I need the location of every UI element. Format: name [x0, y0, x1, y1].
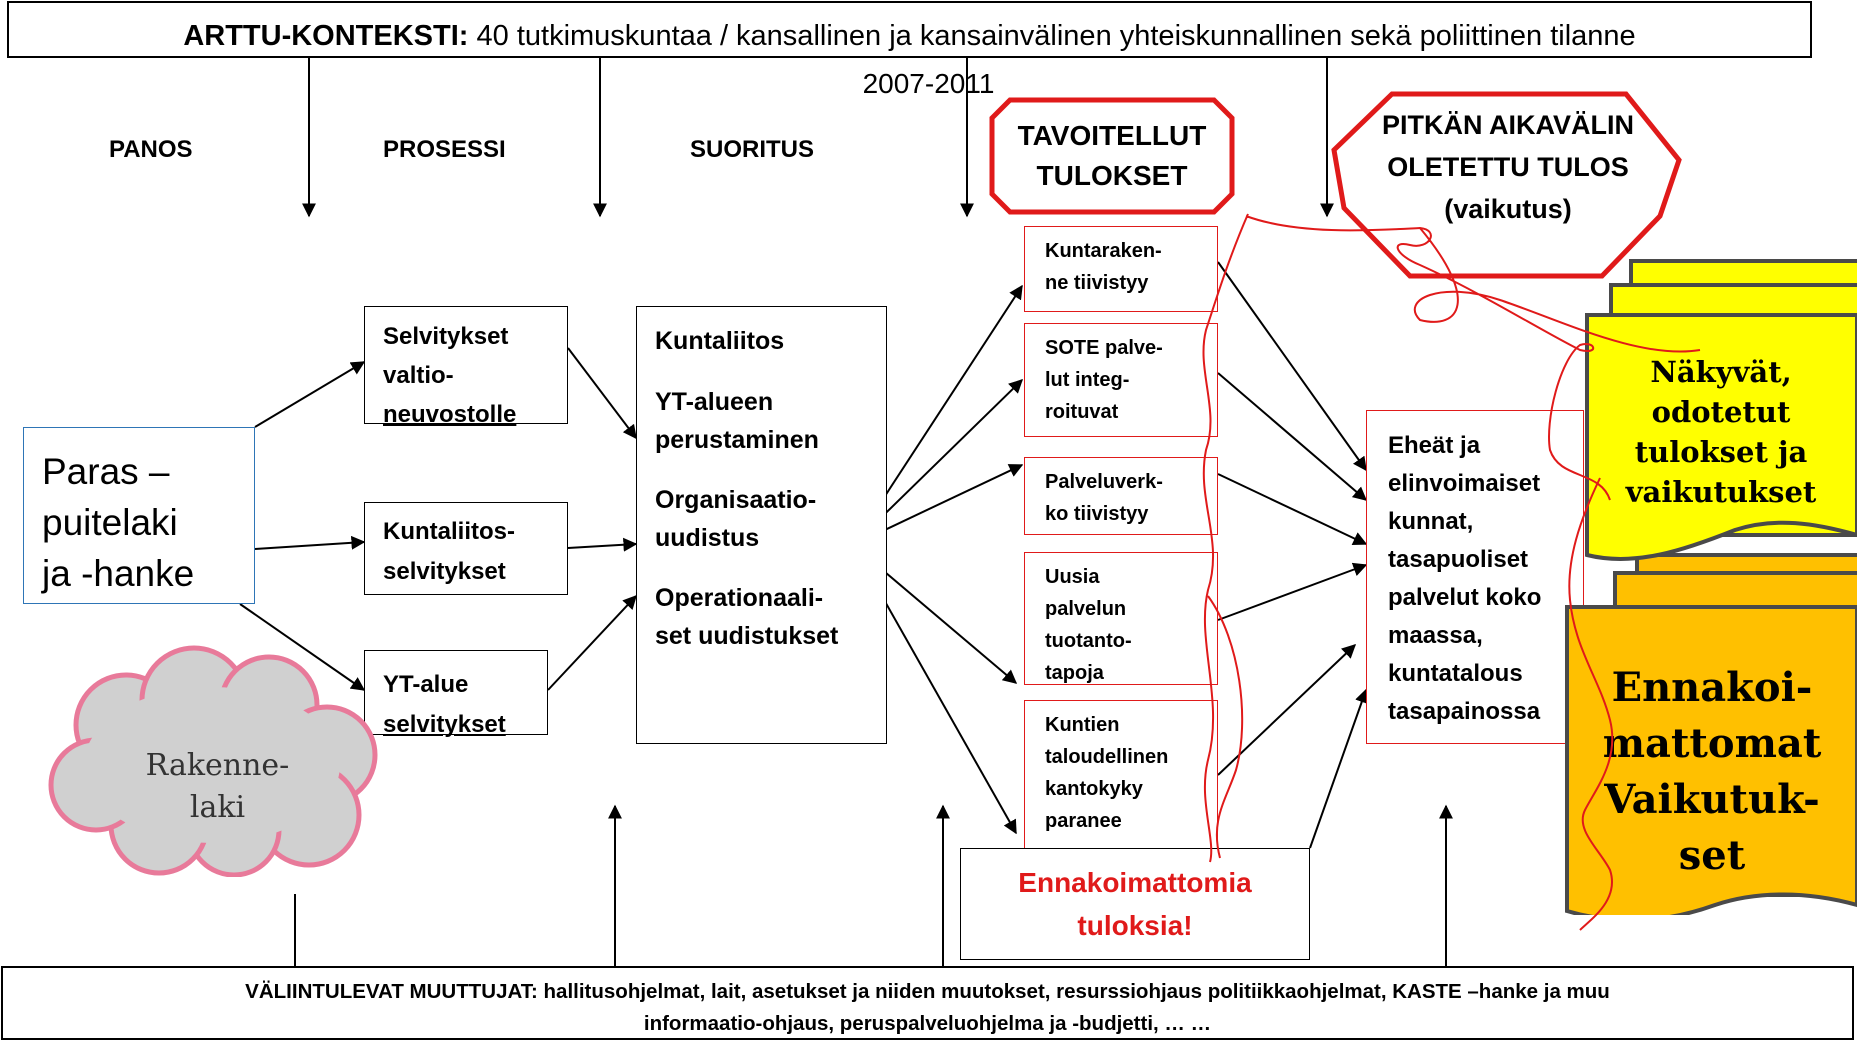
- performance-item: perustaminen: [655, 426, 819, 454]
- process-line: selvitykset: [383, 558, 506, 585]
- outcome-box-5: Kuntien taloudellinen kantokyky paranee: [1024, 700, 1218, 849]
- outcome-line: Kuntaraken-: [1045, 240, 1162, 262]
- column-label-prosessi: PROSESSI: [383, 136, 506, 163]
- outcome-box-1: Kuntaraken- ne tiivistyy: [1024, 226, 1218, 312]
- context-year: 2007-2011: [862, 68, 995, 99]
- process-line: YT-alue: [383, 671, 469, 698]
- outcome-box-4: Uusia palvelun tuotanto- tapoja: [1024, 552, 1218, 685]
- process-selvitykset: Selvitykset valtio- neuvostolle: [364, 306, 568, 428]
- visible-effects-line: odotetut: [1651, 395, 1791, 429]
- unforeseen-effects-line: mattomat: [1602, 720, 1822, 767]
- outcome-box-2: SOTE palve- lut integ- roituvat: [1024, 323, 1218, 437]
- cloud-line: laki: [189, 790, 246, 825]
- process-ytalue: YT-alue selvitykset: [364, 650, 548, 738]
- outcome-line: paranee: [1045, 810, 1122, 832]
- arrow-kuntaliitos-suoritus: [567, 537, 638, 552]
- paras-line: Paras –: [42, 451, 170, 492]
- unforeseen-effects-line: set: [1678, 832, 1746, 879]
- long-term-line: PITKÄN AIKAVÄLIN: [1382, 110, 1634, 140]
- outcome-line: ko tiivistyy: [1045, 503, 1149, 525]
- performance-item: Operationaali-: [655, 584, 824, 612]
- rakennelaki-cloud: [48, 645, 378, 877]
- unforeseen-effects-label: Ennakoi- mattomat Vaikutuk- set: [1567, 660, 1857, 884]
- long-term-line: OLETETTU TULOS: [1387, 152, 1629, 182]
- arrow-paras-ytalue: [239, 603, 366, 691]
- outcome-line: tuotanto-: [1045, 630, 1132, 652]
- performance-item: Organisaatio-: [655, 486, 817, 514]
- performance-item: uudistus: [655, 524, 760, 552]
- process-line: valtio-: [383, 362, 454, 389]
- outcome-line: lut integ-: [1045, 369, 1130, 391]
- cloud-line: Rakenne-: [145, 748, 290, 783]
- visible-effects-line: tulokset ja: [1634, 435, 1808, 469]
- outcome-box-3: Palveluverk- ko tiivistyy: [1024, 457, 1218, 535]
- performance-item: set uudistukset: [655, 622, 839, 650]
- paras-input-box: Paras – puitelaki ja -hanke: [23, 427, 255, 604]
- visible-effects-label: Näkyvät, odotetut tulokset ja vaikutukse…: [1585, 352, 1857, 512]
- process-line: Selvitykset: [383, 323, 509, 350]
- paras-line: puitelaki: [42, 502, 178, 543]
- paras-line: ja -hanke: [42, 553, 195, 594]
- arrow-selvitykset-suoritus: [567, 347, 637, 440]
- unforeseen-effects-line: Ennakoi-: [1611, 664, 1813, 711]
- column-label-panos: PANOS: [109, 136, 193, 163]
- outcome-line: taloudellinen: [1045, 746, 1169, 768]
- outcome-line: palvelun: [1045, 598, 1127, 620]
- intervening-line2: informaatio-ohjaus, peruspalveluohjelma …: [643, 1012, 1212, 1035]
- outcome-line: ne tiivistyy: [1045, 272, 1149, 294]
- target-results-octagon: [989, 97, 1235, 215]
- unexpected-results-box: Ennakoimattomia tuloksia!: [960, 848, 1310, 960]
- arrow-unexpected-longterm: [1309, 688, 1369, 849]
- arrow-outcome1-longterm: [1217, 261, 1367, 472]
- visible-effects-line: vaikutukset: [1625, 475, 1817, 509]
- unexpected-line: Ennakoimattomia: [1018, 867, 1252, 898]
- outcome-line: SOTE palve-: [1045, 337, 1163, 359]
- intervening-label: VÄLIINTULEVAT MUUTTUJAT:: [245, 980, 538, 1003]
- intervening-variables-box: VÄLIINTULEVAT MUUTTUJAT: hallitusohjelma…: [1, 966, 1854, 1040]
- process-line: neuvostolle: [383, 401, 517, 428]
- visible-effects-line: Näkyvät,: [1650, 355, 1792, 389]
- target-results-line: TAVOITELLUT: [1017, 120, 1207, 151]
- outcome-line: Palveluverk-: [1045, 471, 1163, 493]
- outcome-line: Kuntien: [1045, 714, 1120, 736]
- arrow-outcome3-longterm: [1217, 473, 1368, 545]
- process-kuntaliitos: Kuntaliitos- selvitykset: [364, 502, 568, 595]
- long-term-label: PITKÄN AIKAVÄLIN OLETETTU TULOS (vaikutu…: [1348, 104, 1668, 230]
- context-box: ARTTU-KONTEKSTI: 40 tutkimuskuntaa / kan…: [7, 1, 1812, 58]
- unexpected-line: tuloksia!: [1077, 910, 1193, 941]
- target-results-line: TULOKSET: [1036, 160, 1188, 191]
- arrow-outcome4-longterm: [1217, 562, 1368, 621]
- arrow-ytalue-suoritus: [547, 594, 637, 691]
- performance-item: YT-alueen: [655, 388, 774, 416]
- outcome-line: roituvat: [1045, 401, 1119, 423]
- arrow-paras-kuntaliitos: [254, 535, 366, 550]
- intervening-line1: hallitusohjelmat, lait, asetukset ja nii…: [537, 980, 1610, 1003]
- column-label-suoritus: SUORITUS: [690, 136, 815, 163]
- process-line: Kuntaliitos-: [383, 518, 515, 545]
- unforeseen-effects-line: Vaikutuk-: [1604, 776, 1820, 823]
- rakennelaki-label: Rakenne- laki: [95, 745, 340, 829]
- arrow-paras-selvitykset: [254, 361, 366, 428]
- performance-box: Kuntaliitos YT-alueen perustaminen Organ…: [636, 306, 887, 744]
- context-text: 40 tutkimuskuntaa / kansallinen ja kansa…: [468, 20, 1636, 52]
- outcome-line: Uusia: [1045, 566, 1100, 588]
- outcome-line: kantokyky: [1045, 778, 1143, 800]
- outcome-line: tapoja: [1045, 662, 1104, 684]
- long-term-line: (vaikutus): [1444, 194, 1572, 224]
- arrow-outcome5-longterm: [1217, 644, 1357, 776]
- performance-item: Kuntaliitos: [655, 327, 785, 355]
- arrow-outcome2-longterm: [1217, 372, 1368, 501]
- target-results-label: TAVOITELLUT TULOKSET: [988, 116, 1236, 196]
- process-line: selvitykset: [383, 711, 506, 738]
- context-label: ARTTU-KONTEKSTI:: [183, 20, 469, 52]
